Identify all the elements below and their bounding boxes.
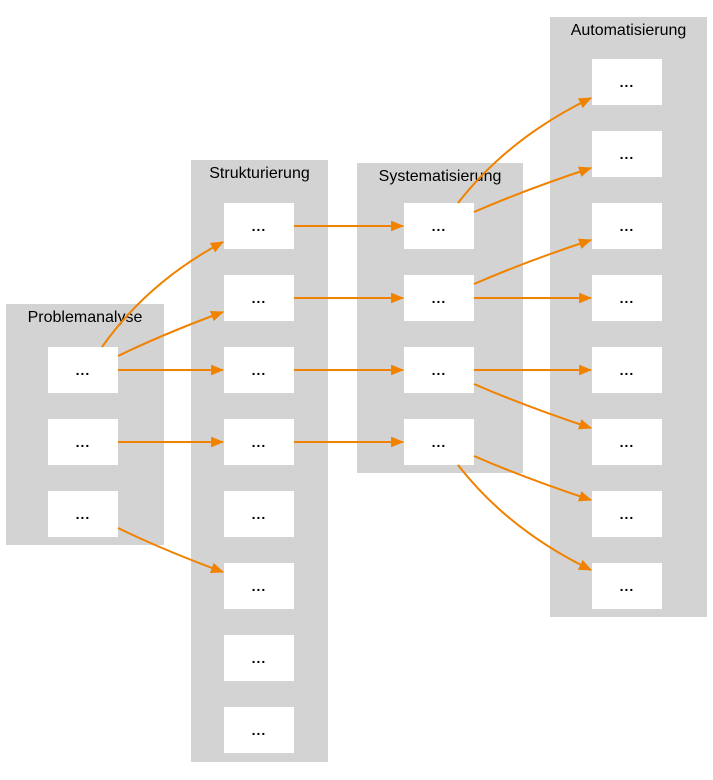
cluster-label-strukturierung: Strukturierung [209, 165, 310, 182]
node-a5: ... [592, 347, 662, 393]
node-a2: ... [592, 131, 662, 177]
node-a6: ... [592, 419, 662, 465]
node-sy3: ... [404, 347, 474, 393]
node-s5: ... [224, 491, 294, 537]
node-a7: ... [592, 491, 662, 537]
cluster-label-problemanalyse: Problemanalyse [27, 309, 143, 326]
node-sy2: ... [404, 275, 474, 321]
node-sy1: ... [404, 203, 474, 249]
cluster-label-automatisierung: Automatisierung [570, 22, 687, 39]
node-a8: ... [592, 563, 662, 609]
node-p2: ... [48, 419, 118, 465]
node-s7: ... [224, 635, 294, 681]
node-s3: ... [224, 347, 294, 393]
node-a4: ... [592, 275, 662, 321]
node-s1: ... [224, 203, 294, 249]
node-a3: ... [592, 203, 662, 249]
node-p1: ... [48, 347, 118, 393]
node-sy4: ... [404, 419, 474, 465]
node-p3: ... [48, 491, 118, 537]
node-s4: ... [224, 419, 294, 465]
cluster-label-systematisierung: Systematisierung [378, 168, 502, 185]
node-s8: ... [224, 707, 294, 753]
node-s6: ... [224, 563, 294, 609]
node-a1: ... [592, 59, 662, 105]
node-s2: ... [224, 275, 294, 321]
